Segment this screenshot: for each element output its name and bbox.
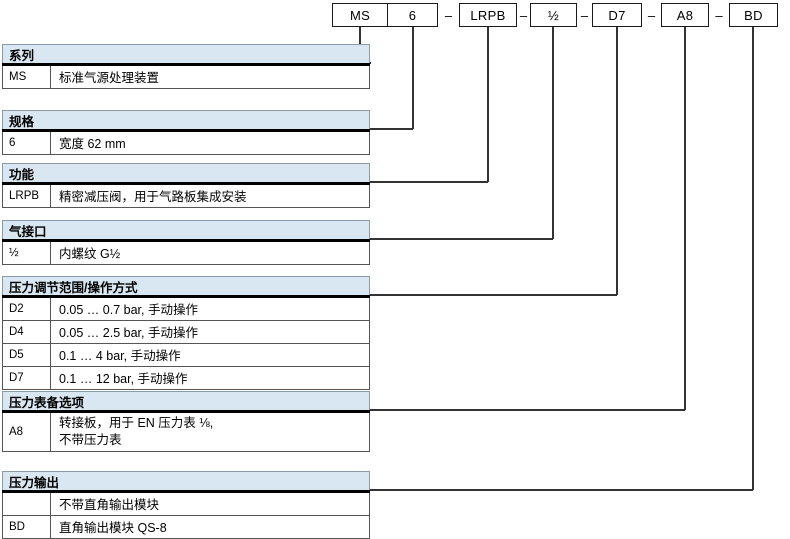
- table-pressure-outlet-rule: [2, 490, 370, 493]
- table-function-title: 功能: [2, 163, 370, 182]
- table-pressure-range-title: 压力调节范围/操作方式: [2, 276, 370, 295]
- connector-gauge-vertical: [684, 27, 686, 410]
- cell-description: 0.05 … 2.5 bar, 手动操作: [59, 326, 198, 340]
- table-pressure-outlet: 压力输出 不带直角输出模块 BD 直角输出模块 QS-8: [2, 471, 370, 539]
- cell-description: 内螺纹 G½: [59, 247, 121, 261]
- cell-description: 宽度 62 mm: [59, 137, 126, 151]
- cell-code: BD: [3, 516, 51, 538]
- table-row[interactable]: LRPB 精密减压阀，用于气路板集成安装: [2, 185, 370, 208]
- table-row[interactable]: BD 直角输出模块 QS-8: [2, 516, 370, 539]
- cell-description-line-1: 转接板，用于 EN 压力表 ⅛,: [59, 416, 214, 430]
- table-row[interactable]: D7 0.1 … 12 bar, 手动操作: [2, 367, 370, 390]
- order-code-row: MS 6 – LRPB – ½ – D7 – A8 – BD: [0, 3, 790, 29]
- cell-code: LRPB: [3, 185, 51, 207]
- table-size-rule: [2, 129, 370, 132]
- connector-gauge-horizontal: [370, 409, 685, 411]
- code-box-series[interactable]: MS: [332, 3, 388, 27]
- code-separator-4: –: [647, 7, 656, 23]
- table-row[interactable]: D5 0.1 … 4 bar, 手动操作: [2, 344, 370, 367]
- table-port-title: 气接口: [2, 220, 370, 239]
- connector-port-horizontal: [370, 238, 553, 240]
- table-port: 气接口 ½ 内螺纹 G½: [2, 220, 370, 265]
- code-separator-3: –: [580, 7, 589, 23]
- table-row[interactable]: D2 0.05 … 0.7 bar, 手动操作: [2, 298, 370, 321]
- code-box-gauge[interactable]: A8: [661, 3, 709, 27]
- connector-function-horizontal: [370, 181, 488, 183]
- connector-outlet-horizontal: [370, 489, 753, 491]
- cell-code: A8: [3, 413, 51, 451]
- cell-code: D4: [3, 321, 51, 343]
- code-separator-2: –: [519, 7, 528, 23]
- table-row[interactable]: ½ 内螺纹 G½: [2, 242, 370, 265]
- cell-description: 标准气源处理装置: [59, 71, 160, 85]
- table-gauge-option-rule: [2, 410, 370, 413]
- code-box-port[interactable]: ½: [530, 3, 577, 27]
- cell-description-line-2: 不带压力表: [59, 432, 122, 447]
- cell-code: D5: [3, 344, 51, 366]
- table-row[interactable]: D4 0.05 … 2.5 bar, 手动操作: [2, 321, 370, 344]
- table-series-title: 系列: [2, 44, 370, 63]
- code-box-function[interactable]: LRPB: [459, 3, 517, 27]
- table-size: 规格 6 宽度 62 mm: [2, 110, 370, 155]
- connector-outlet-vertical: [752, 27, 754, 490]
- code-separator-5: –: [715, 7, 723, 23]
- table-function-rule: [2, 182, 370, 185]
- cell-description: 0.05 … 0.7 bar, 手动操作: [59, 303, 198, 317]
- table-pressure-outlet-title: 压力输出: [2, 471, 370, 490]
- table-series-rule: [2, 63, 370, 66]
- table-pressure-range: 压力调节范围/操作方式 D2 0.05 … 0.7 bar, 手动操作 D4 0…: [2, 276, 370, 390]
- cell-code: 6: [3, 132, 51, 154]
- table-pressure-range-rule: [2, 295, 370, 298]
- table-row[interactable]: A8 转接板，用于 EN 压力表 ⅛, 不带压力表: [2, 413, 370, 452]
- table-row[interactable]: 不带直角输出模块: [2, 493, 370, 516]
- table-gauge-option: 压力表备选项 A8 转接板，用于 EN 压力表 ⅛, 不带压力表: [2, 391, 370, 452]
- cell-code: MS: [3, 66, 51, 88]
- cell-description: 0.1 … 4 bar, 手动操作: [59, 349, 181, 363]
- cell-code: D2: [3, 298, 51, 320]
- table-row[interactable]: MS 标准气源处理装置: [2, 66, 370, 89]
- table-row[interactable]: 6 宽度 62 mm: [2, 132, 370, 155]
- cell-description: 转接板，用于 EN 压力表 ⅛, 不带压力表: [51, 413, 369, 451]
- code-separator-1: –: [444, 7, 453, 23]
- cell-code: [3, 493, 51, 515]
- cell-description: 不带直角输出模块: [59, 498, 160, 512]
- connector-port-vertical: [552, 27, 554, 239]
- connector-size-horizontal: [370, 128, 413, 130]
- cell-description: 精密减压阀，用于气路板集成安装: [59, 190, 247, 204]
- connector-size-vertical: [412, 27, 414, 129]
- connector-pressure-horizontal: [370, 294, 617, 296]
- cell-description: 0.1 … 12 bar, 手动操作: [59, 372, 188, 386]
- code-box-outlet[interactable]: BD: [729, 3, 778, 27]
- code-box-pressure[interactable]: D7: [592, 3, 642, 27]
- cell-code: ½: [3, 242, 51, 264]
- table-size-title: 规格: [2, 110, 370, 129]
- code-box-size[interactable]: 6: [388, 3, 438, 27]
- table-function: 功能 LRPB 精密减压阀，用于气路板集成安装: [2, 163, 370, 208]
- cell-description: 直角输出模块 QS-8: [59, 521, 167, 535]
- table-port-rule: [2, 239, 370, 242]
- connector-pressure-vertical: [616, 27, 618, 295]
- table-gauge-option-title: 压力表备选项: [2, 391, 370, 410]
- cell-code: D7: [3, 367, 51, 389]
- connector-function-vertical: [487, 27, 489, 182]
- table-series: 系列 MS 标准气源处理装置: [2, 44, 370, 89]
